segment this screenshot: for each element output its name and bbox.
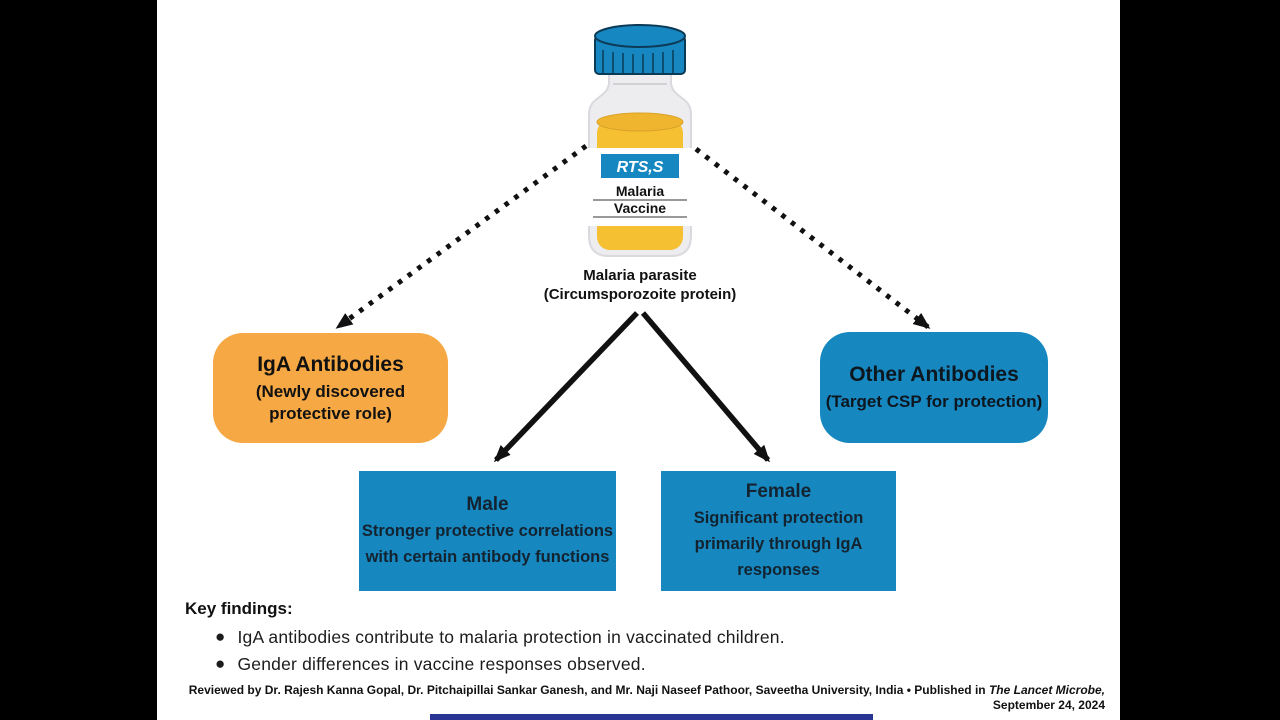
iga-box-title: IgA Antibodies	[257, 352, 404, 376]
female-box-title: Female	[745, 481, 812, 502]
female-findings-box: Female Significant protection primarily …	[661, 471, 896, 591]
other-box-title: Other Antibodies	[849, 363, 1019, 386]
key-finding-text: IgA antibodies contribute to malaria pro…	[237, 627, 785, 647]
key-findings-heading: Key findings:	[185, 599, 293, 618]
vial-label-band	[601, 154, 679, 178]
male-box-title: Male	[466, 494, 509, 515]
attribution-text: Reviewed by Dr. Rajesh Kanna Gopal, Dr. …	[188, 683, 989, 697]
vial-liquid-surface	[596, 112, 684, 132]
iga-box-subtitle: (Newly discovered protective role)	[255, 381, 406, 423]
vial-label-line2: Malaria	[616, 183, 664, 199]
parasite-caption: Malaria parasite (Circumsporozoite prote…	[480, 266, 800, 304]
video-progress-bar[interactable]	[430, 714, 873, 720]
bullet-icon: ●	[215, 627, 226, 646]
male-findings-box: Male Stronger protective correlations wi…	[359, 471, 616, 591]
key-finding-item: ● IgA antibodies contribute to malaria p…	[185, 626, 945, 648]
vial-label-line3: Vaccine	[614, 200, 666, 216]
attribution-footer: Reviewed by Dr. Rajesh Kanna Gopal, Dr. …	[160, 683, 1105, 713]
bullet-icon: ●	[215, 654, 226, 673]
key-finding-text: Gender differences in vaccine responses …	[237, 654, 646, 674]
parasite-caption-line1: Malaria parasite	[583, 267, 697, 284]
key-finding-item: ● Gender differences in vaccine response…	[185, 653, 945, 675]
other-box-subtitle: (Target CSP for protection)	[825, 392, 1043, 411]
vial-cap-top	[594, 24, 686, 48]
key-findings-section: Key findings: ● IgA antibodies contribut…	[185, 597, 945, 675]
female-box-body: Significant protection primarily through…	[693, 509, 864, 579]
publication-date: September 24, 2024	[992, 698, 1105, 712]
attribution-line: Reviewed by Dr. Rajesh Kanna Gopal, Dr. …	[160, 683, 1105, 698]
parasite-caption-line2: (Circumsporozoite protein)	[543, 286, 737, 303]
iga-antibodies-box: IgA Antibodies (Newly discovered protect…	[213, 333, 448, 443]
journal-name: The Lancet Microbe,	[988, 683, 1105, 697]
vaccine-vial-illustration: RTS,S Malaria Vaccine	[588, 24, 692, 257]
male-box-body: Stronger protective correlations with ce…	[361, 522, 614, 566]
other-antibodies-box: Other Antibodies (Target CSP for protect…	[820, 332, 1048, 443]
vial-label-product: RTS,S	[617, 159, 664, 176]
vial-cap-ridges	[602, 50, 674, 74]
